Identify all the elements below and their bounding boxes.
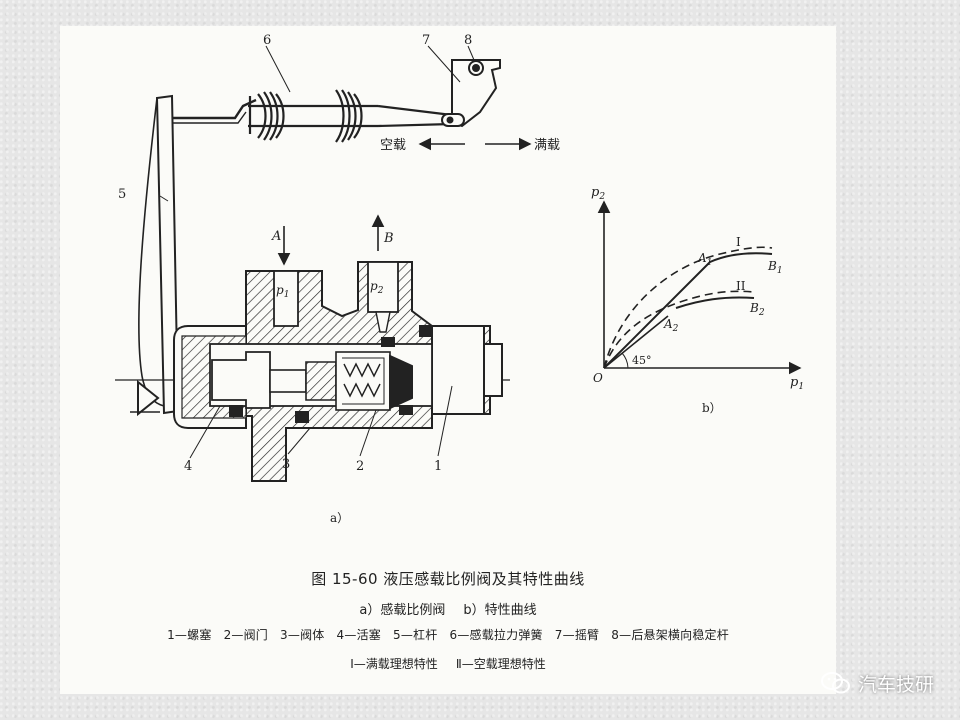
port-a-label: A — [271, 229, 281, 244]
point-b1-label: B1 — [767, 259, 783, 276]
pressure-p1-label: p1 — [276, 283, 289, 300]
wechat-icon — [820, 672, 850, 694]
legend-item: 5—杠杆 — [393, 628, 438, 642]
plug — [431, 325, 485, 415]
y-axis-label: p2 — [591, 185, 605, 202]
valve-door — [335, 351, 391, 411]
curve-2-label: II — [736, 279, 746, 293]
part-label-8: 8 — [464, 33, 472, 48]
watermark: 汽车技研 — [820, 668, 934, 698]
full-load-label: 满载 — [534, 138, 560, 153]
piston — [211, 351, 271, 409]
part-label-7: 7 — [422, 33, 430, 48]
load-spring — [248, 89, 461, 143]
diagram-b-sublabel: b） — [702, 401, 722, 415]
curve-full-load-ideal — [603, 246, 773, 369]
curve-empty-load-ideal — [603, 290, 755, 369]
watermark-text: 汽车技研 — [857, 673, 934, 696]
curve-1-label: I — [736, 235, 741, 249]
legend-item: 1—螺塞 — [167, 628, 212, 642]
figure-page: 5 6 7 8 4 3 2 1 A B p1 p2 空载 满载 a） p2 p1… — [60, 26, 836, 694]
legend-item: 2—阀门 — [223, 628, 268, 642]
part-label-1: 1 — [434, 459, 442, 474]
point-a1-label: A1 — [697, 251, 712, 268]
figure-title: 图 15-60 液压感载比例阀及其特性曲线 — [311, 570, 585, 588]
diagram-a-sublabel: a） — [330, 511, 349, 525]
part-label-4: 4 — [184, 459, 192, 474]
point-b2-label: B2 — [749, 301, 765, 318]
part-label-3: 3 — [282, 457, 290, 472]
parts-legend: 1—螺塞 2—阀门 3—阀体 4—活塞 5—杠杆 6—感载拉力弹簧 7—摇臂 8… — [60, 626, 836, 643]
curve-legend: Ⅰ—满载理想特性 Ⅱ—空载理想特性 — [60, 655, 836, 672]
origin-label: O — [593, 371, 603, 385]
rocker-arm — [441, 59, 501, 128]
angle-label: 45° — [632, 354, 652, 367]
valve-diagram — [115, 45, 532, 482]
legend-item: 7—摇臂 — [554, 628, 600, 642]
x-axis-label: p1 — [790, 375, 804, 392]
part-label-6: 6 — [263, 33, 271, 48]
curve-legend-full: Ⅰ—满载理想特性 — [350, 657, 438, 671]
legend-item: 8—后悬架横向稳定杆 — [611, 628, 729, 642]
curve-legend-empty: Ⅱ—空载理想特性 — [455, 657, 546, 671]
empty-load-label: 空载 — [380, 138, 406, 153]
port-b-label: B — [383, 231, 394, 246]
figure-subcaption: a）感载比例阀 b）特性曲线 — [60, 599, 836, 618]
legend-item: 3—阀体 — [280, 628, 325, 642]
pressure-p2-label: p2 — [370, 279, 384, 296]
part-label-5: 5 — [118, 187, 126, 202]
curve-full-load-actual — [603, 252, 773, 369]
subcaption-a: a）感载比例阀 — [359, 603, 446, 618]
characteristic-graph — [597, 200, 802, 375]
legend-item: 6—感载拉力弹簧 — [449, 628, 543, 642]
figure-drawing: 5 6 7 8 4 3 2 1 A B p1 p2 空载 满载 a） p2 p1… — [115, 33, 804, 525]
curve-empty-load-actual — [675, 296, 755, 309]
subcaption-b: b）特性曲线 — [463, 603, 537, 618]
point-a2-label: A2 — [663, 317, 679, 334]
part-label-2: 2 — [356, 459, 364, 474]
legend-item: 4—活塞 — [336, 628, 381, 642]
